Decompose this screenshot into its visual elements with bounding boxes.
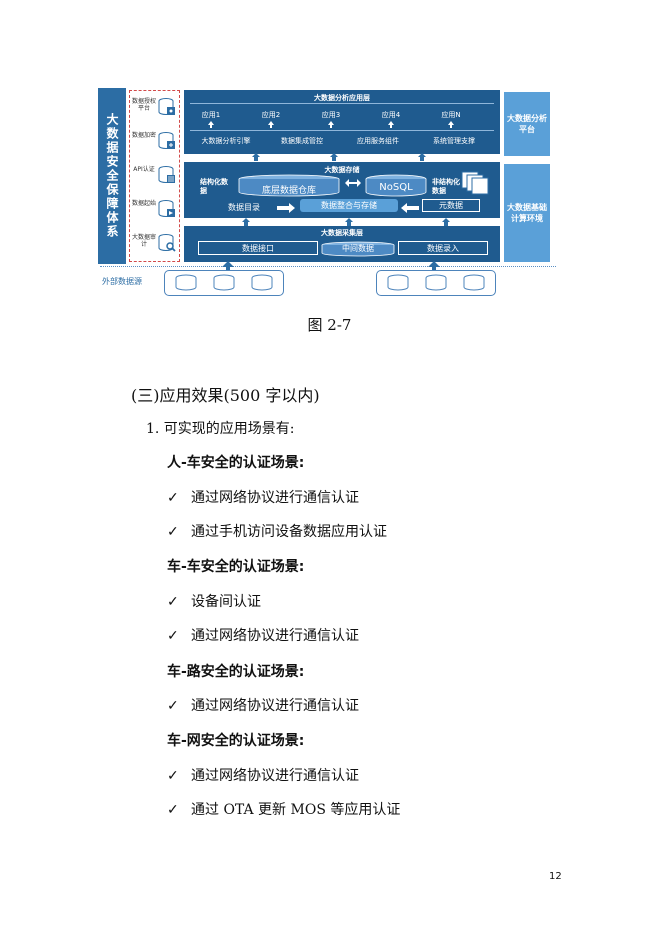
app-label: 应用4 [381,111,401,119]
database-search-icon [158,234,176,252]
list-item-text: 设备间认证 [191,594,261,610]
security-item: 数据起始 [132,196,179,222]
external-db-group-right [376,270,496,296]
up-arrow-icon [222,261,234,273]
metadata-box: 元数据 [422,199,480,212]
scenario-heading: 车-车安全的认证场景: [167,559,305,575]
scenario-heading: 车-路安全的认证场景: [167,664,305,680]
computing-environment-label: 大数据基础计算环境 [504,164,550,262]
entry-box: 数据录入 [398,241,488,255]
list-item-heading: 1. 可实现的应用场景有: [146,421,295,437]
list-item-text: 通过网络协议进行通信认证 [191,698,359,714]
security-item: 数据授权平台 [132,94,179,120]
page-number: 12 [549,871,562,882]
check-icon: ✓ [167,628,179,644]
collection-layer: 大数据采集层 数据接口 中间数据 数据录入 [184,226,500,262]
check-icon: ✓ [167,768,179,784]
service-label: 数据集成管控 [281,137,323,145]
scenario-heading: 车-网安全的认证场景: [167,733,305,749]
service-label: 大数据分析引擎 [201,137,251,145]
storage-up-arrows [252,153,426,161]
arrow-right-icon [277,203,295,213]
list-item-text: 通过手机访问设备数据应用认证 [191,524,387,540]
list-item-text: 通过 OTA 更新 MOS 等应用认证 [191,802,401,818]
check-icon: ✓ [167,594,179,610]
collection-layer-title: 大数据采集层 [321,229,363,237]
storage-layer-title: 大数据存储 [324,166,360,174]
security-item-label: 数据起始 [132,200,157,207]
security-items-column: 数据授权平台 数据加密 API认证 [129,90,180,262]
arrow-left-icon [401,203,419,213]
integration-box: 数据整合与存储 [300,199,398,212]
database-lock-icon [158,98,175,116]
check-icon: ✓ [167,698,179,714]
list-item: ✓ 通过手机访问设备数据应用认证 [167,521,387,541]
list-item-text: 通过网络协议进行通信认证 [191,628,359,644]
warehouse-cylinder-icon [238,174,340,197]
database-api-icon [158,166,175,184]
app-label: 应用3 [321,111,341,119]
security-item-label: API认证 [133,166,155,173]
service-label: 系统管理支撑 [433,137,475,145]
external-db-group-left [164,270,284,296]
security-item-label: 数据授权平台 [132,98,157,112]
nosql-cylinder-icon [365,174,427,197]
list-item: ✓ 通过网络协议进行通信认证 [167,765,359,785]
app-label: 应用2 [261,111,281,119]
bidirectional-arrow-icon [345,179,361,187]
warehouse-label: 底层数据仓库 [261,186,316,196]
database-icons [387,274,485,291]
security-item: 数据加密 [132,128,179,154]
security-system-label: 大数据安全保障体系 [98,88,126,264]
app-label: 应用1 [201,111,221,119]
list-item-text: 通过网络协议进行通信认证 [191,768,359,784]
analysis-layer-title: 大数据分析应用层 [314,94,370,102]
document-stack-icon [461,171,489,195]
external-source-label: 外部数据源 [102,277,142,286]
database-key-icon [158,132,175,150]
list-item: ✓ 通过 OTA 更新 MOS 等应用认证 [167,799,400,819]
security-item: API认证 [132,162,179,188]
service-label: 应用服务组件 [357,137,399,145]
scenario-heading: 人-车安全的认证场景: [167,455,305,471]
nosql-label: NoSQL [379,182,413,193]
list-item-text: 通过网络协议进行通信认证 [191,490,359,506]
analysis-platform-label: 大数据分析平台 [504,92,550,156]
section-title: (三)应用效果(500 字以内) [131,386,320,405]
app-arrows [208,121,454,128]
list-item: ✓ 设备间认证 [167,591,261,611]
collection-up-arrows [242,218,450,226]
figure-caption: 图 2-7 [307,316,352,334]
list-item: ✓ 通过网络协议进行通信认证 [167,625,359,645]
check-icon: ✓ [167,490,179,506]
interface-box: 数据接口 [198,241,318,255]
list-item: ✓ 通过网络协议进行通信认证 [167,487,359,507]
app-label: 应用N [441,111,461,119]
unstructured-data-label: 非结构化数据 [432,178,460,195]
check-icon: ✓ [167,802,179,818]
analysis-layer: 大数据分析应用层 应用1 应用2 应用3 应用4 应用N 大数据分析引擎 数据集… [184,90,500,154]
storage-layer: 大数据存储 结构化数据 底层数据仓库 NoSQL 非结构化数据 数据目录 数据整… [184,162,500,218]
database-icons [175,274,273,291]
middle-data-label: 中间数据 [342,244,374,253]
security-item-label: 大数据审计 [132,234,157,248]
security-item-label: 数据加密 [132,132,157,139]
catalog-label: 数据目录 [228,203,260,212]
up-arrow-icon [428,261,440,273]
security-item: 大数据审计 [132,230,179,256]
architecture-diagram: 大数据安全保障体系 数据授权平台 数据加密 API认证 [98,86,560,300]
middle-cylinder-icon [321,241,395,257]
database-start-icon [158,200,175,218]
check-icon: ✓ [167,524,179,540]
structured-data-label: 结构化数据 [200,178,228,195]
list-item: ✓ 通过网络协议进行通信认证 [167,695,359,715]
